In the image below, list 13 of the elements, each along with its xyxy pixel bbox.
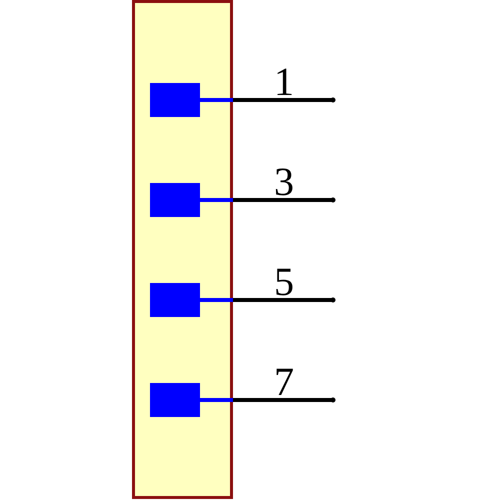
pin-line	[200, 398, 336, 402]
pin-pad	[150, 283, 200, 317]
pin-pad	[150, 83, 200, 117]
pin-number: 3	[273, 162, 295, 202]
pin-number: 7	[273, 362, 295, 402]
pin-number: 1	[273, 62, 295, 102]
pin-pad	[150, 183, 200, 217]
pin-line	[200, 98, 336, 102]
pin-line	[200, 198, 336, 202]
pin-number: 5	[273, 262, 295, 302]
pin-line	[200, 298, 336, 302]
pin-pad	[150, 383, 200, 417]
connector-body	[132, 0, 233, 499]
